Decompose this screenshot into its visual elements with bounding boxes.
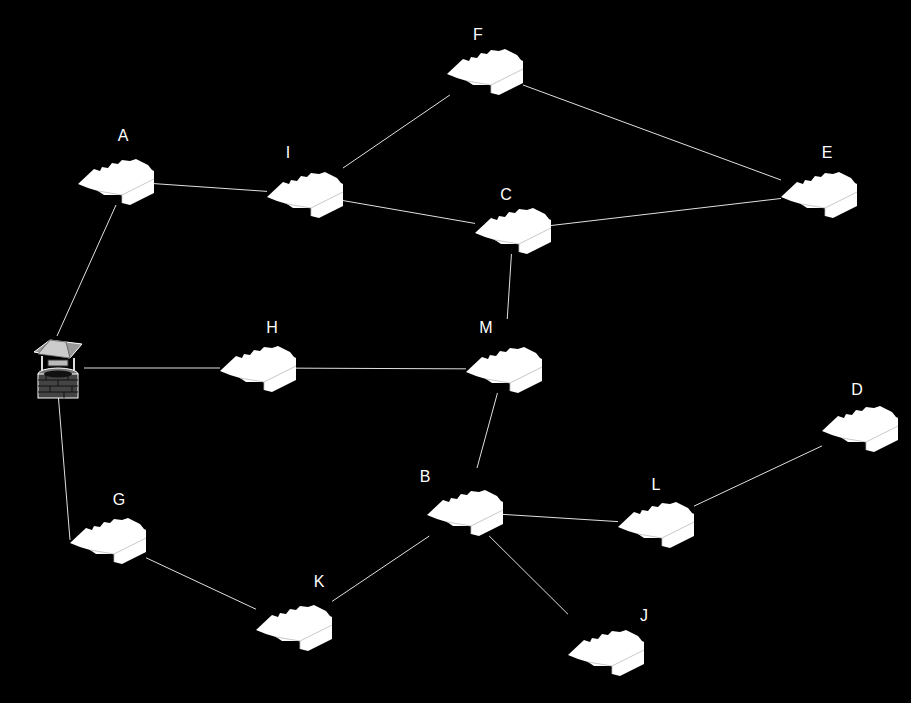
house-node: A — [78, 127, 154, 205]
house-shape — [256, 603, 332, 651]
house-shape — [781, 170, 857, 218]
path-line — [296, 368, 466, 370]
well-paths — [57, 205, 220, 540]
house-label: K — [314, 573, 325, 591]
house-label: M — [479, 319, 492, 337]
house-shape — [475, 206, 551, 254]
well-path — [84, 368, 220, 369]
house-node: G — [70, 491, 146, 564]
house-node: B — [418, 468, 503, 536]
house-shape — [822, 404, 898, 452]
house-shape — [568, 628, 644, 676]
well-path — [57, 380, 70, 540]
house-label: A — [118, 127, 129, 145]
house-shape — [220, 344, 296, 392]
path-line — [551, 198, 781, 225]
path-line — [343, 95, 450, 168]
house-shape — [447, 47, 523, 95]
house-node: C — [475, 186, 551, 254]
house-node: H — [220, 319, 296, 392]
path-line — [507, 254, 511, 319]
path-line — [154, 184, 267, 192]
house-shape — [466, 345, 542, 393]
house-node: F — [447, 26, 523, 95]
house-label: G — [113, 491, 125, 509]
path-line — [489, 536, 568, 614]
house-shape — [78, 157, 154, 205]
path-line — [343, 201, 475, 224]
path-line — [332, 536, 429, 601]
house-node: E — [781, 144, 857, 218]
house-label: B — [420, 468, 431, 486]
house-node: D — [822, 381, 898, 452]
house-label: C — [500, 186, 512, 204]
path-line — [503, 514, 618, 521]
well-path — [57, 205, 116, 336]
house-label: L — [652, 476, 661, 494]
well-symbol — [34, 340, 82, 398]
path-line — [694, 446, 822, 506]
path-line — [146, 558, 256, 609]
house-label: D — [851, 381, 863, 399]
house-node: L — [618, 476, 694, 548]
house-label: J — [640, 607, 648, 625]
house-label: H — [266, 319, 278, 337]
house-label: E — [822, 144, 833, 162]
house-node: I — [267, 144, 343, 218]
house-node: M — [466, 319, 542, 393]
house-node: K — [256, 573, 332, 651]
path-line — [523, 85, 781, 180]
house-shape — [427, 488, 503, 536]
house-node: J — [568, 607, 650, 676]
house-shape — [618, 500, 694, 548]
house-label: I — [286, 144, 290, 162]
path-line — [477, 393, 497, 468]
house-shape — [70, 516, 146, 564]
house-shape — [267, 170, 343, 218]
house-label: F — [473, 26, 483, 44]
